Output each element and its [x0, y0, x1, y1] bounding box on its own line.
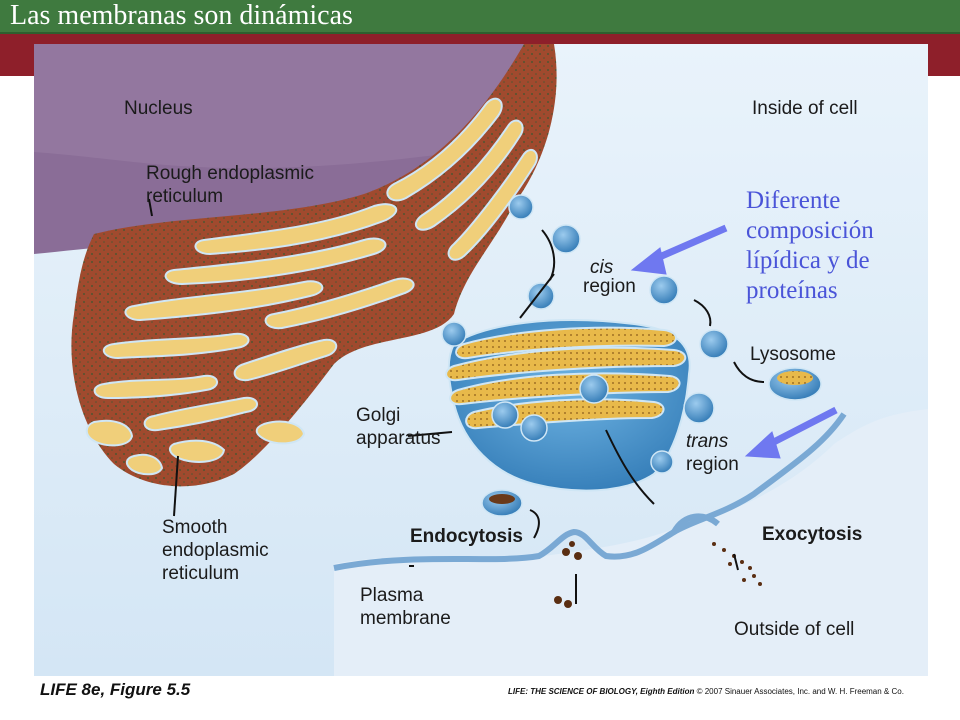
accent-band	[0, 34, 960, 44]
label-lysosome: Lysosome	[750, 344, 836, 365]
label-trans: trans	[686, 431, 729, 452]
figure-credit: LIFE: THE SCIENCE OF BIOLOGY, Eighth Edi…	[508, 687, 904, 696]
label-plasma-membrane: Plasma membrane	[360, 585, 451, 629]
label-cis: cis	[590, 257, 614, 278]
slide-title: Las membranas son dinámicas	[10, 0, 353, 31]
label-exocytosis: Exocytosis	[762, 524, 863, 545]
label-nucleus: Nucleus	[124, 98, 193, 119]
annotation-note: Diferente composición lípídica y de prot…	[746, 187, 874, 304]
label-cis-region: region	[583, 276, 636, 297]
accent-band-right	[928, 34, 960, 76]
label-golgi: Golgi apparatus	[356, 405, 441, 449]
label-outside-cell: Outside of cell	[734, 619, 855, 640]
accent-band-left	[0, 34, 34, 76]
label-rough-er: Rough endoplasmic reticulum	[146, 163, 314, 207]
label-inside-cell: Inside of cell	[752, 98, 858, 119]
title-bar: Las membranas son dinámicas	[0, 0, 960, 34]
label-trans-region: region	[686, 454, 739, 475]
label-smooth-er: Smooth endoplasmic reticulum	[162, 517, 269, 584]
label-endocytosis: Endocytosis	[410, 526, 523, 547]
figure-caption: LIFE 8e, Figure 5.5	[40, 680, 191, 699]
cell-membrane-illustration	[34, 44, 928, 676]
